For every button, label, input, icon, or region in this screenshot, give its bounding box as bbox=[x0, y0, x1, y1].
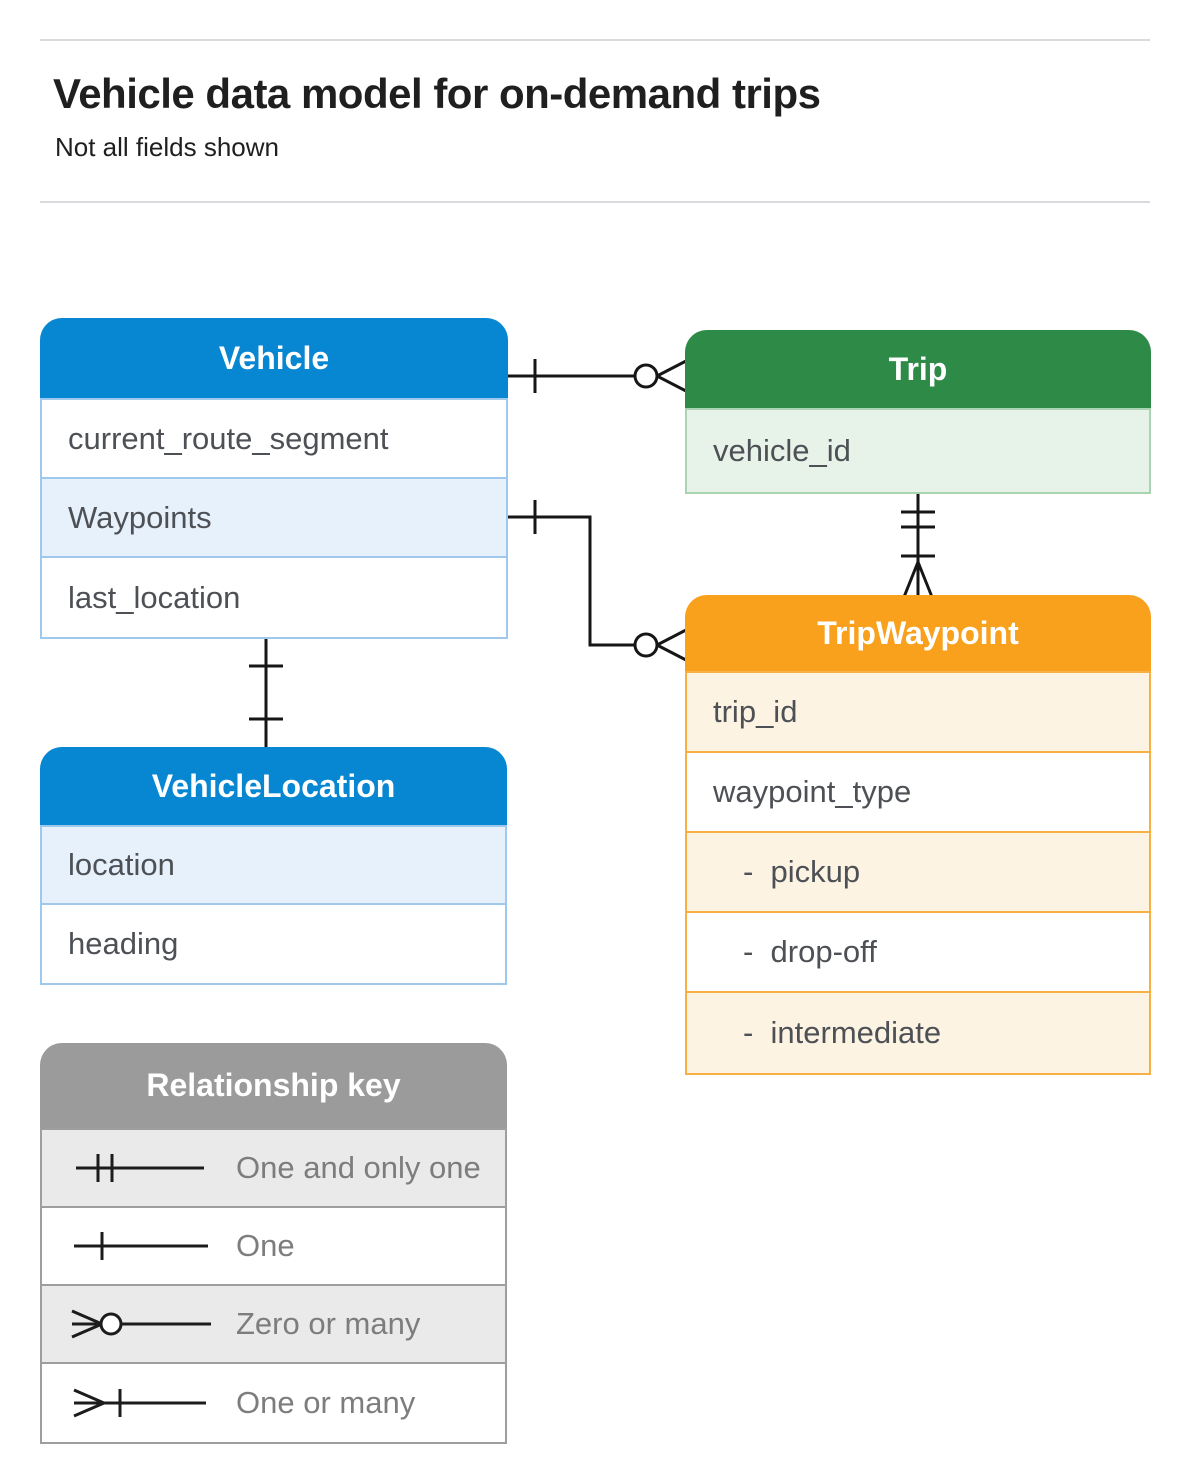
trip-tripwaypoint-connector bbox=[901, 490, 935, 598]
vehiclelocation-table-rows: location heading bbox=[40, 825, 507, 985]
table-row: heading bbox=[42, 905, 505, 983]
table-row: - intermediate bbox=[687, 993, 1149, 1073]
table-row: vehicle_id bbox=[687, 410, 1149, 492]
tripwaypoint-table: TripWaypoint trip_id waypoint_type - pic… bbox=[685, 595, 1151, 1075]
vehiclelocation-table: VehicleLocation location heading bbox=[40, 747, 507, 985]
legend-item: One bbox=[42, 1208, 505, 1286]
relationship-key-rows: One and only one One bbox=[40, 1128, 507, 1444]
vehicle-table: Vehicle current_route_segment Waypoints … bbox=[40, 318, 508, 639]
legend-item: Zero or many bbox=[42, 1286, 505, 1364]
one-icon bbox=[74, 1232, 208, 1260]
vehiclelocation-table-header: VehicleLocation bbox=[40, 747, 507, 825]
table-row: - pickup bbox=[687, 833, 1149, 913]
vehicle-table-header: Vehicle bbox=[40, 318, 508, 398]
table-row: Waypoints bbox=[42, 479, 506, 558]
one-or-many-icon bbox=[73, 1388, 206, 1418]
legend-item-label: One bbox=[236, 1228, 295, 1263]
table-row: current_route_segment bbox=[42, 400, 506, 479]
trip-table-rows: vehicle_id bbox=[685, 408, 1151, 494]
vehicle-table-rows: current_route_segment Waypoints last_loc… bbox=[40, 398, 508, 639]
page-subtitle: Not all fields shown bbox=[55, 132, 279, 162]
one-and-only-one-icon bbox=[76, 1154, 204, 1182]
relationship-key-header: Relationship key bbox=[40, 1043, 507, 1128]
top-divider bbox=[40, 39, 1150, 41]
subtitle-divider bbox=[40, 201, 1150, 203]
trip-table: Trip vehicle_id bbox=[685, 330, 1151, 494]
zero-or-many-icon bbox=[71, 1309, 211, 1339]
legend-item-label: Zero or many bbox=[236, 1306, 421, 1341]
legend-item: One and only one bbox=[42, 1130, 505, 1208]
tripwaypoint-table-rows: trip_id waypoint_type - pickup - drop-of… bbox=[685, 671, 1151, 1075]
table-row: location bbox=[42, 827, 505, 905]
table-row: waypoint_type bbox=[687, 753, 1149, 833]
table-row: trip_id bbox=[687, 673, 1149, 753]
page-title: Vehicle data model for on-demand trips bbox=[53, 70, 821, 117]
trip-table-header: Trip bbox=[685, 330, 1151, 408]
table-row: - drop-off bbox=[687, 913, 1149, 993]
vehicle-waypoints-tripwaypoint-connector bbox=[508, 500, 687, 662]
relationship-key: Relationship key One and only one bbox=[40, 1043, 507, 1444]
legend-item: One or many bbox=[42, 1364, 505, 1442]
legend-item-label: One and only one bbox=[236, 1150, 481, 1185]
tripwaypoint-table-header: TripWaypoint bbox=[685, 595, 1151, 671]
legend-item-label: One or many bbox=[236, 1385, 416, 1420]
vehicle-trip-connector bbox=[508, 359, 687, 393]
table-row: last_location bbox=[42, 558, 506, 637]
vehicle-vehiclelocation-connector bbox=[249, 635, 283, 747]
